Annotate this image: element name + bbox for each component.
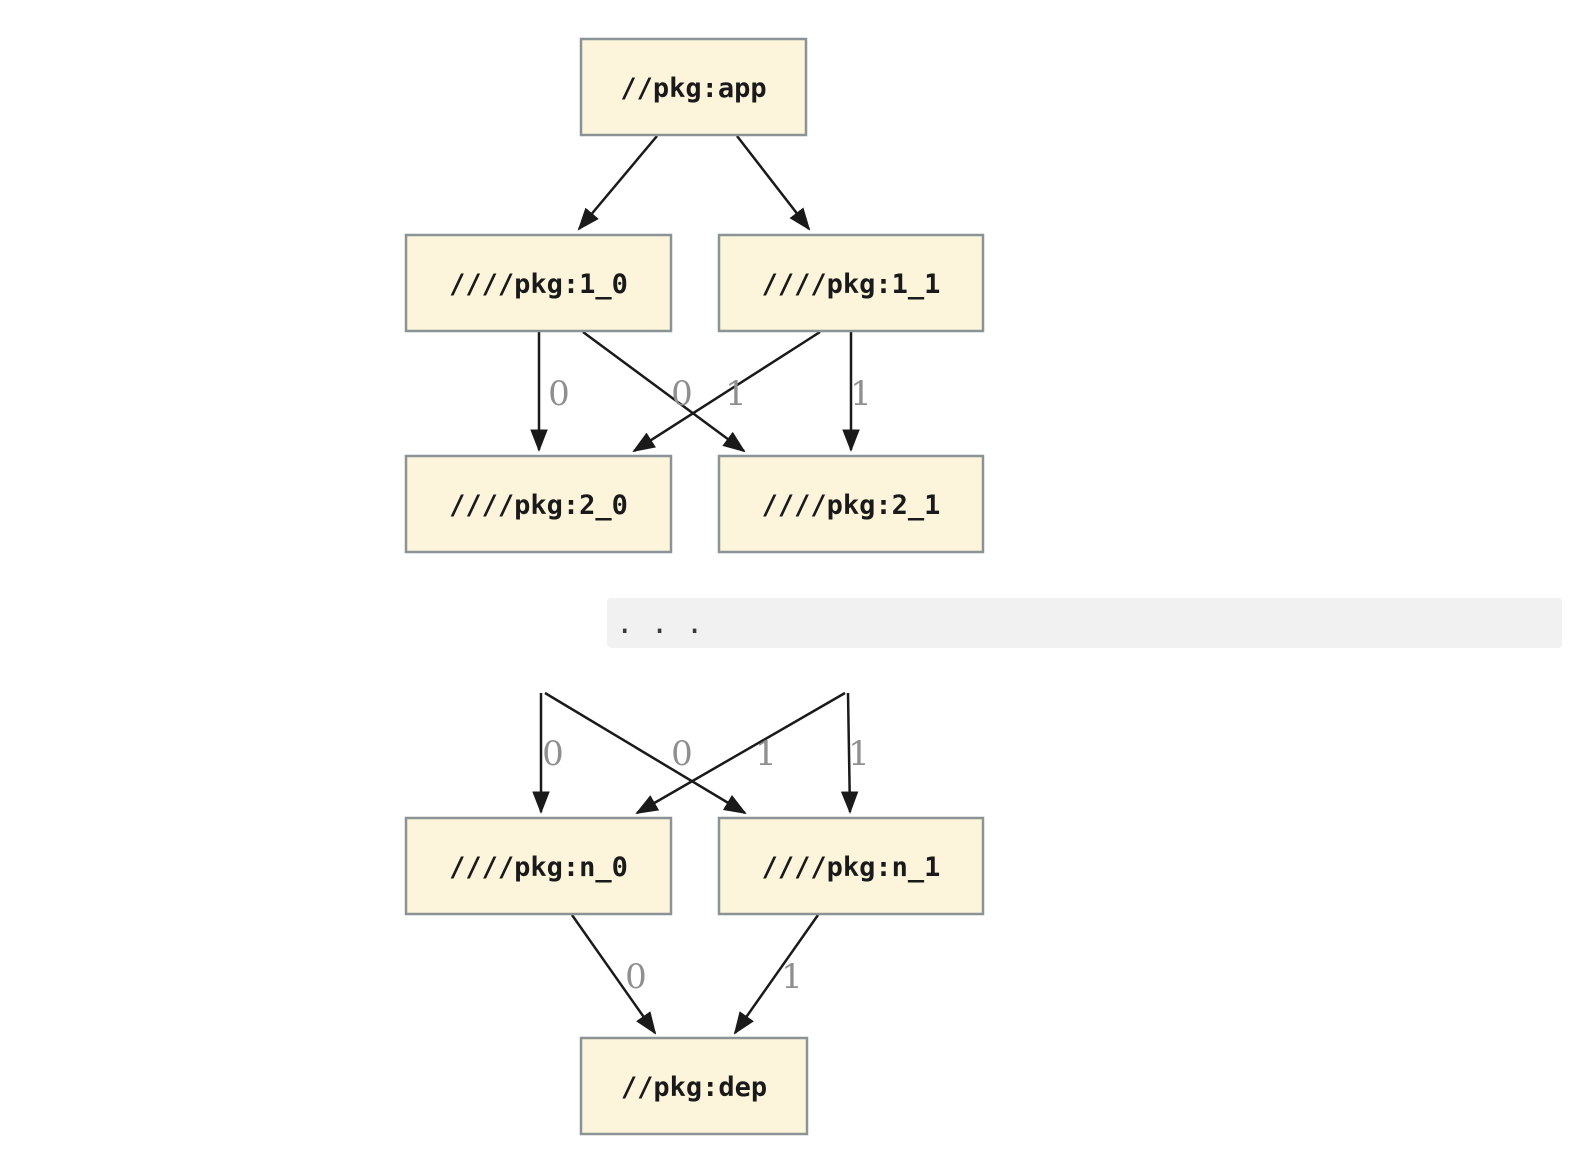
node-box <box>404 233 673 333</box>
node-label: ////pkg:n_0 <box>449 852 628 883</box>
edge-label-n-0-to-dep: 0 <box>625 957 647 997</box>
node-box <box>579 1036 809 1136</box>
node-label: ////pkg:2_1 <box>762 490 941 521</box>
node-pkg-n-0: ////pkg:n_0 <box>404 816 673 916</box>
node-pkg-n-1: ////pkg:n_1 <box>717 816 985 916</box>
node-label: //pkg:dep <box>621 1072 767 1103</box>
ellipsis-text: . . . <box>616 606 704 640</box>
edge-above-1-to-n-1 <box>840 692 859 814</box>
edge-above-1-to-n-0 <box>635 691 846 815</box>
edge-n-1-to-dep <box>733 914 820 1035</box>
node-box <box>404 816 673 916</box>
node-pkg-dep: //pkg:dep <box>579 1036 809 1136</box>
edge-label-above-1-to-n-0: 1 <box>755 734 777 774</box>
node-pkg-1-0: ////pkg:1_0 <box>404 233 673 333</box>
edge-app-to-1-0 <box>577 135 658 231</box>
edge-label-above-0-to-n-0: 0 <box>542 734 564 774</box>
edge-label-above-1-to-n-1: 1 <box>848 734 870 774</box>
node-label: ////pkg:2_0 <box>449 490 628 521</box>
node-label: ////pkg:1_1 <box>762 269 941 300</box>
edge-app-to-1-1 <box>736 135 811 231</box>
ellipsis-block: . . . <box>607 598 1562 648</box>
node-box <box>404 454 673 554</box>
edge-n-0-to-dep <box>570 914 657 1035</box>
edge-label-1-1-to-2-0: 1 <box>725 374 747 414</box>
edge-label-1-0-to-2-1: 0 <box>671 374 693 414</box>
node-pkg-1-1: ////pkg:1_1 <box>717 233 985 333</box>
node-box <box>717 233 985 333</box>
edge-label-above-0-to-n-1: 0 <box>671 734 693 774</box>
edge-label-n-1-to-dep: 1 <box>781 957 803 997</box>
edge-above-0-to-n-1 <box>544 691 747 815</box>
node-box <box>579 37 808 137</box>
node-box <box>717 816 985 916</box>
edge-label-1-0-to-2-0: 0 <box>548 374 570 414</box>
node-label: //pkg:app <box>620 73 766 104</box>
node-box <box>717 454 985 554</box>
node-pkg-app: //pkg:app <box>579 37 808 137</box>
node-label: ////pkg:1_0 <box>449 269 628 300</box>
edge-1-0-to-2-1 <box>582 330 746 453</box>
node-label: ////pkg:n_1 <box>762 852 941 883</box>
edge-1-1-to-2-0 <box>632 330 821 453</box>
edge-label-1-1-to-2-1: 1 <box>850 374 872 414</box>
node-pkg-2-0: ////pkg:2_0 <box>404 454 673 554</box>
node-pkg-2-1: ////pkg:2_1 <box>717 454 985 554</box>
